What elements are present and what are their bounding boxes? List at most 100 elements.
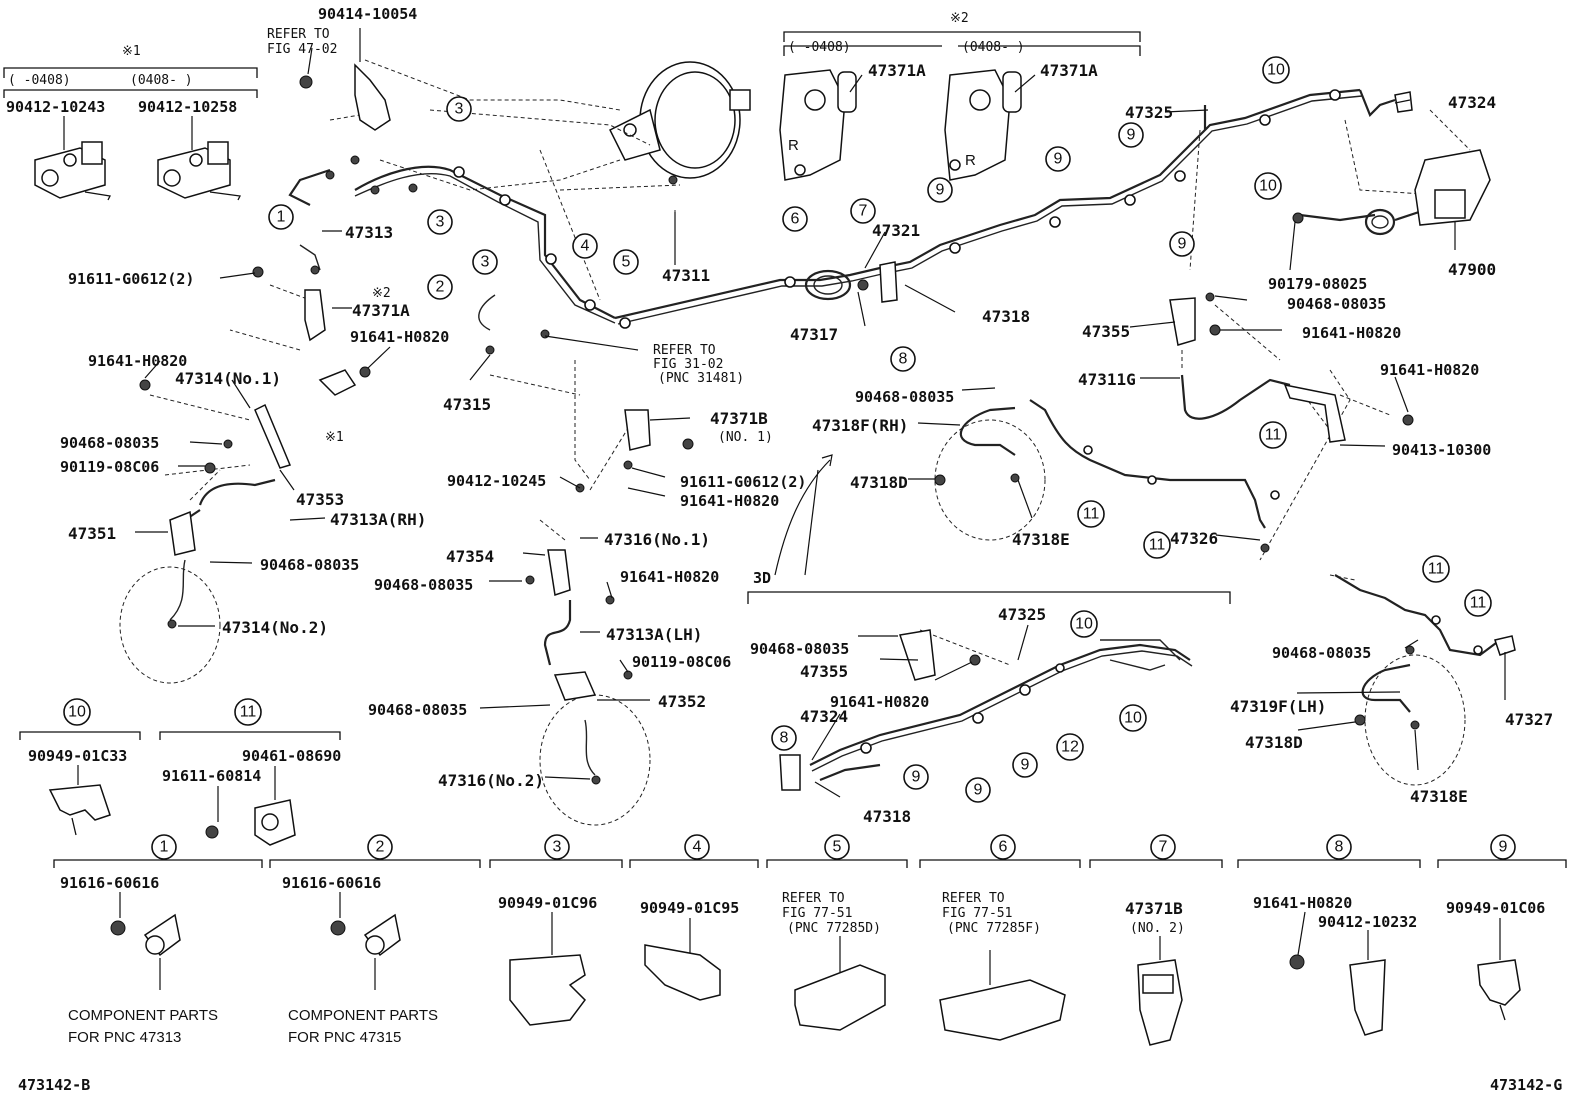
- label-91641-h0820-b: 91641-H0820: [350, 328, 449, 346]
- range-pre-b: ( -0408): [788, 40, 851, 55]
- svg-text:6: 6: [999, 839, 1008, 856]
- label-91641-h0820-a: 91641-H0820: [88, 352, 187, 370]
- callout-2: 2: [427, 274, 453, 300]
- callout-11: 11: [1422, 555, 1450, 583]
- label-47355: 47355: [1082, 322, 1130, 341]
- label-47317: 47317: [790, 325, 838, 344]
- label-90413-10300: 90413-10300: [1392, 441, 1491, 459]
- svg-text:5: 5: [622, 254, 631, 271]
- refer-31-line2: FIG 31-02: [653, 357, 723, 372]
- label-47325-b: 47325: [998, 605, 1046, 624]
- refer-47-line1: REFER TO: [267, 27, 330, 42]
- leader-lines: [135, 28, 1506, 798]
- joint-block-icon: [157, 141, 241, 201]
- label-47318E-b: 47318E: [1410, 787, 1468, 806]
- label-47324: 47324: [1448, 93, 1496, 112]
- brake-booster-icon: [608, 61, 751, 185]
- label-90119-08c06-b: 90119-08C06: [632, 653, 731, 671]
- svg-text:R: R: [965, 152, 976, 169]
- legend-10-part: 90949-01C33: [28, 747, 127, 765]
- clamp-block-icon: [939, 979, 1066, 1041]
- legend-5-refer2: FIG 77-51: [782, 906, 852, 921]
- svg-text:11: 11: [1470, 595, 1487, 612]
- callout-9: 9: [965, 777, 991, 803]
- components: R R: [169, 63, 1516, 791]
- part-90412-10243: 90412-10243: [6, 98, 105, 116]
- fasteners: [139, 155, 1420, 785]
- svg-text:11: 11: [240, 704, 257, 721]
- label-47314-no2: 47314(No.2): [222, 618, 328, 637]
- callout-8: 8: [890, 346, 916, 372]
- label-47325: 47325: [1125, 103, 1173, 122]
- callout-5: 5: [613, 249, 639, 275]
- label-47371B: 47371B: [710, 409, 768, 428]
- svg-text:9: 9: [1127, 127, 1136, 144]
- svg-text:10: 10: [1075, 616, 1093, 633]
- callout-9: 9: [1118, 122, 1144, 148]
- callout-3: 3: [472, 249, 498, 275]
- callout-3: 3: [446, 96, 472, 122]
- label-47319F-lh: 47319F(LH): [1230, 697, 1326, 716]
- legend-1-note1: COMPONENT PARTS: [68, 1007, 218, 1024]
- label-91641-h0820-e: 91641-H0820: [1302, 324, 1401, 342]
- svg-text:12: 12: [1061, 739, 1079, 756]
- legend-item-5: 5 REFER TO FIG 77-51 (PNC 77285D): [766, 834, 908, 1031]
- label-47318F-rh: 47318F(RH): [812, 416, 908, 435]
- svg-text:11: 11: [1083, 506, 1100, 523]
- clamp-block-icon: [794, 964, 886, 1031]
- label-90468-08035-h: 90468-08035: [1272, 644, 1371, 662]
- callout-11: 11: [1077, 500, 1105, 528]
- label-47371A-b: 47371A: [868, 61, 926, 80]
- label-90468-08035-b: 90468-08035: [260, 556, 359, 574]
- callout-circles: 1 3 3 3 2 4 5 6 7 8 9 9 9 9 10 10 11 11 …: [268, 56, 1492, 803]
- svg-text:11: 11: [1428, 561, 1445, 578]
- part-labels: 90414-10054 REFER TO FIG 47-02 47313 916…: [60, 5, 1553, 826]
- label-47354: 47354: [446, 547, 494, 566]
- label-47318D-a: 47318D: [850, 473, 908, 492]
- callout-9: 9: [1012, 752, 1038, 778]
- label-47313A-lh: 47313A(LH): [606, 625, 702, 644]
- label-90468-08035-e: 90468-08035: [1287, 295, 1386, 313]
- label-47311: 47311: [662, 266, 710, 285]
- callout-9: 9: [927, 177, 953, 203]
- svg-text:3: 3: [553, 839, 562, 856]
- callout-6: 6: [782, 206, 808, 232]
- legend-item-2: 2 91616-60616 COMPONENT PARTS FOR PNC 47…: [269, 834, 481, 1046]
- svg-text:8: 8: [899, 351, 908, 368]
- label-47318-b: 47318: [863, 807, 911, 826]
- label-91641-h0820-g: 91641-H0820: [830, 693, 929, 711]
- legend-6-refer2: FIG 77-51: [942, 906, 1012, 921]
- legend-item-1: 1 91616-60616 COMPONENT PARTS FOR PNC 47…: [53, 834, 263, 1046]
- svg-text:3: 3: [481, 254, 490, 271]
- legend-item-4: 4 90949-01C95: [629, 834, 759, 1001]
- callout-10: 10: [1119, 704, 1147, 732]
- legend-top: 10 90949-01C33 11 90461-08690 91611-6081…: [19, 698, 341, 846]
- legend-6-refer3: (PNC 77285F): [947, 921, 1041, 936]
- svg-text:3: 3: [436, 214, 445, 231]
- callout-9: 9: [903, 764, 929, 790]
- label-91641-h0820-f: 91641-H0820: [1380, 361, 1479, 379]
- label-47313A-rh: 47313A(RH): [330, 510, 426, 529]
- label-47355-b: 47355: [800, 662, 848, 681]
- pipe-clamp-icon: [509, 954, 586, 1026]
- legend-8-part-b: 90412-10232: [1318, 913, 1417, 931]
- svg-text:7: 7: [859, 203, 868, 220]
- legend-item-8: 8 91641-H0820 90412-10232: [1237, 834, 1421, 1036]
- legend-item-9: 9 90949-01C06: [1437, 834, 1567, 1021]
- svg-text:11: 11: [1265, 427, 1282, 444]
- svg-text:10: 10: [1259, 178, 1277, 195]
- label-47351: 47351: [68, 524, 116, 543]
- svg-text:R: R: [788, 137, 799, 154]
- label-90468-08035-a: 90468-08035: [60, 434, 159, 452]
- bracket-47371A-icon: R: [944, 69, 1022, 181]
- svg-text:9: 9: [974, 782, 983, 799]
- callout-4: 4: [572, 233, 598, 259]
- label-47321: 47321: [872, 221, 920, 240]
- svg-text:10: 10: [1267, 62, 1285, 79]
- legend-5-refer3: (PNC 77285D): [787, 921, 881, 936]
- callout-11: 11: [1143, 531, 1171, 559]
- label-91641-h0820-c: 91641-H0820: [680, 492, 779, 510]
- legend-8-part-a: 91641-H0820: [1253, 894, 1352, 912]
- bracket-icon: [1137, 959, 1183, 1046]
